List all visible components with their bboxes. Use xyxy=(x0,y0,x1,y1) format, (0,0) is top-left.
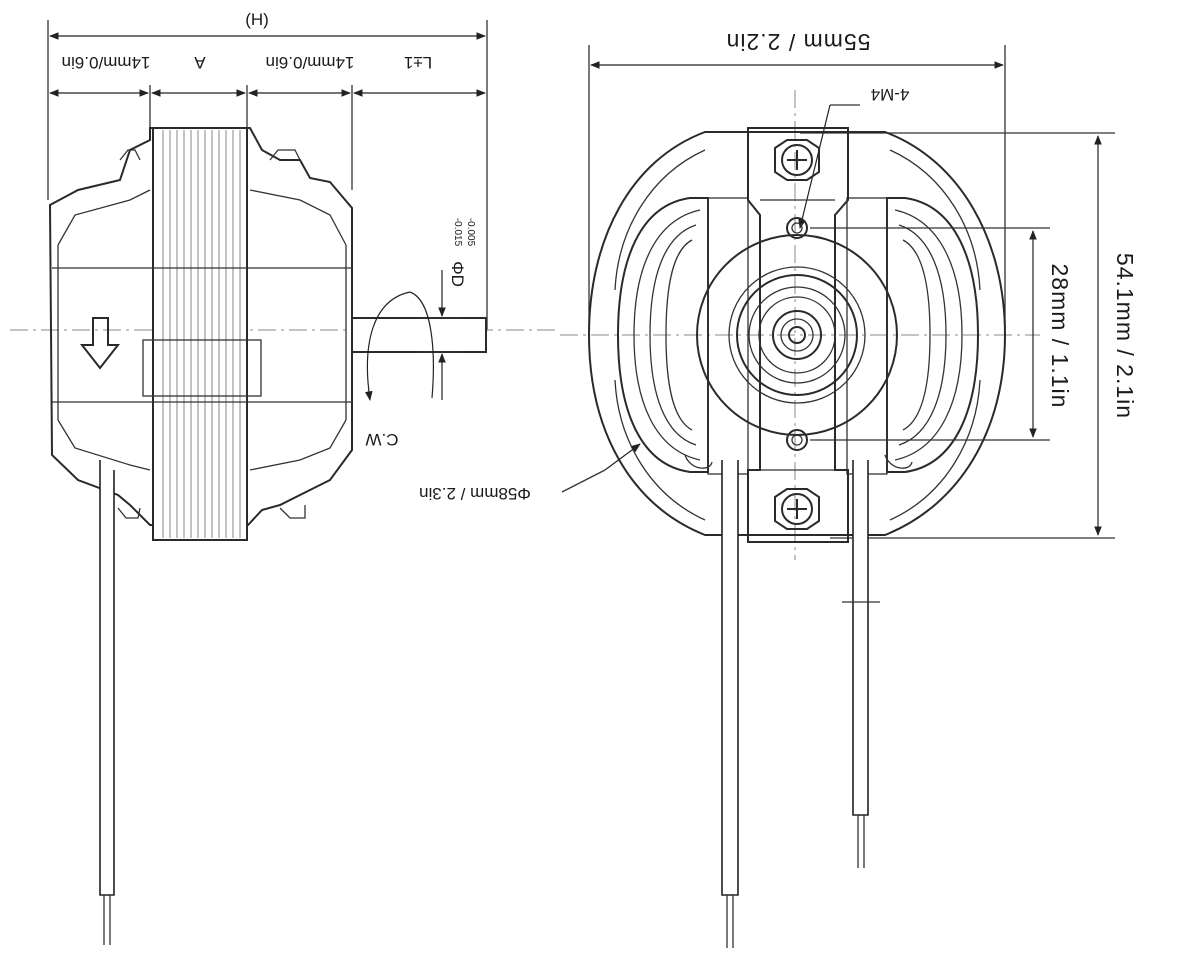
shaft xyxy=(351,317,487,353)
top-screw-icon xyxy=(774,139,820,181)
left-coil xyxy=(616,197,709,473)
front-view: 55mm / 2.2in 4-M4 54.1mm / 2.1in 28mm / … xyxy=(419,29,1138,948)
dim-screw-label: 4-M4 xyxy=(871,85,910,104)
dim-h-label: (H) xyxy=(245,10,269,29)
shaft-diameter-label: ΦD xyxy=(448,261,467,287)
hub-outer xyxy=(696,234,898,436)
front-lead-wire-left xyxy=(721,460,739,896)
lamination-lines xyxy=(162,130,241,538)
side-housing xyxy=(48,127,353,526)
dim-l-label: L±1 xyxy=(404,53,432,72)
dim-diameter-label: Φ58mm / 2.3in xyxy=(419,484,531,503)
side-lead-wire xyxy=(99,460,115,896)
dim-height-label: 54.1mm / 2.1in xyxy=(1112,253,1138,419)
direction-arrow-icon xyxy=(79,317,121,370)
rotation-arrow-icon xyxy=(364,291,411,401)
dim-left-width-label: 14mm/0.6in xyxy=(62,53,151,72)
dim-width-label: 55mm / 2.2in xyxy=(726,29,871,55)
front-frame xyxy=(587,131,1007,536)
right-coil xyxy=(886,197,980,473)
rotation-label: C.W xyxy=(365,430,398,449)
front-lead-wire-right xyxy=(852,460,869,816)
dim-a-label: A xyxy=(194,53,206,72)
lamination-stack xyxy=(152,127,248,541)
bottom-mount-hole xyxy=(786,429,808,451)
bottom-screw-icon xyxy=(774,488,820,530)
dim-hole-spacing-label: 28mm / 1.1in xyxy=(1047,264,1073,409)
top-mount-hole xyxy=(786,217,808,239)
shaft-tolerance-lower: -0.005 xyxy=(465,218,476,247)
top-bracket xyxy=(747,127,849,543)
shaft-tolerance-upper: -0.015 xyxy=(452,218,463,247)
dim-right-width-label: 14mm/0.6in xyxy=(266,53,355,72)
side-view: (H) 14mm/0.6in A 14mm/0.6in L±1 xyxy=(10,10,560,945)
shaft-end xyxy=(788,326,806,344)
